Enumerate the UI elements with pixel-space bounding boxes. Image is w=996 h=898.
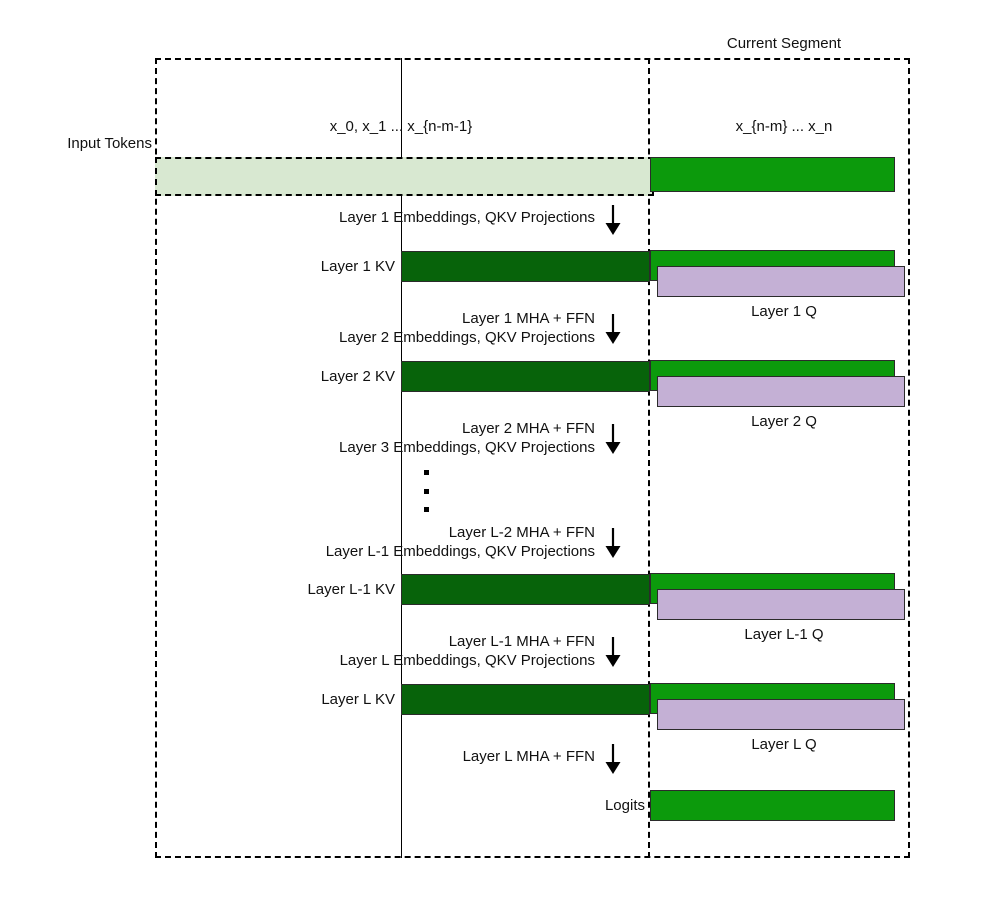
- layer-2-q-bar: [657, 376, 905, 407]
- logits-bar: [650, 790, 895, 821]
- input-tokens-segment-bar: [650, 157, 895, 192]
- arrow-3-caption-line-1: Layer 2 MHA + FFN: [462, 420, 595, 437]
- input-tokens-past-bar: [155, 157, 654, 196]
- vertical-ellipsis-icon: [421, 470, 431, 512]
- flow-arrow-down-icon-5: [602, 636, 624, 668]
- flow-arrow-down-icon-3: [602, 423, 624, 455]
- past-tokens-label: x_0, x_1 ... x_{n-m-1}: [329, 118, 473, 135]
- layer-2-kv-label: Layer 2 KV: [320, 368, 395, 385]
- input-tokens-label: Input Tokens: [67, 135, 152, 152]
- current-segment-divider: [648, 58, 650, 858]
- current-segment-title: Current Segment: [726, 35, 842, 52]
- flow-arrow-down-icon-6: [602, 743, 624, 775]
- flow-arrow-down-icon-2: [602, 313, 624, 345]
- layer-1-kv-label: Layer 1 KV: [320, 258, 395, 275]
- layer-lminus1-kv-label: Layer L-1 KV: [307, 581, 395, 598]
- layer-2-q-label: Layer 2 Q: [751, 413, 817, 430]
- flow-arrow-down-icon-1: [602, 204, 624, 236]
- layer-lminus1-q-bar: [657, 589, 905, 620]
- layer-l-q-label: Layer L Q: [751, 736, 817, 753]
- layer-l-kv-label: Layer L KV: [321, 691, 395, 708]
- arrow-1-caption-line-1: Layer 1 Embeddings, QKV Projections: [339, 209, 595, 226]
- layer-l-kv-past-bar: [401, 684, 650, 715]
- layer-1-q-label: Layer 1 Q: [751, 303, 817, 320]
- arrow-4-caption-line-2: Layer L-1 Embeddings, QKV Projections: [325, 543, 595, 560]
- arrow-3-caption-line-2: Layer 3 Embeddings, QKV Projections: [339, 439, 595, 456]
- layer-2-kv-past-bar: [401, 361, 650, 392]
- label-split-line: [401, 58, 402, 858]
- layer-l-q-bar: [657, 699, 905, 730]
- segment-tokens-label: x_{n-m} ... x_n: [735, 118, 833, 135]
- arrow-4-caption-line-1: Layer L-2 MHA + FFN: [448, 524, 595, 541]
- outer-dashed-frame: [155, 58, 910, 858]
- layer-lminus1-q-label: Layer L-1 Q: [744, 626, 824, 643]
- layer-lminus1-kv-past-bar: [401, 574, 650, 605]
- arrow-6-caption-line-1: Layer L MHA + FFN: [462, 748, 595, 765]
- arrow-5-caption-line-1: Layer L-1 MHA + FFN: [448, 633, 595, 650]
- arrow-5-caption-line-2: Layer L Embeddings, QKV Projections: [339, 652, 595, 669]
- layer-1-q-bar: [657, 266, 905, 297]
- layer-1-kv-past-bar: [401, 251, 650, 282]
- arrow-2-caption-line-2: Layer 2 Embeddings, QKV Projections: [339, 329, 595, 346]
- logits-label: Logits: [604, 797, 645, 814]
- flow-arrow-down-icon-4: [602, 527, 624, 559]
- arrow-2-caption-line-1: Layer 1 MHA + FFN: [462, 310, 595, 327]
